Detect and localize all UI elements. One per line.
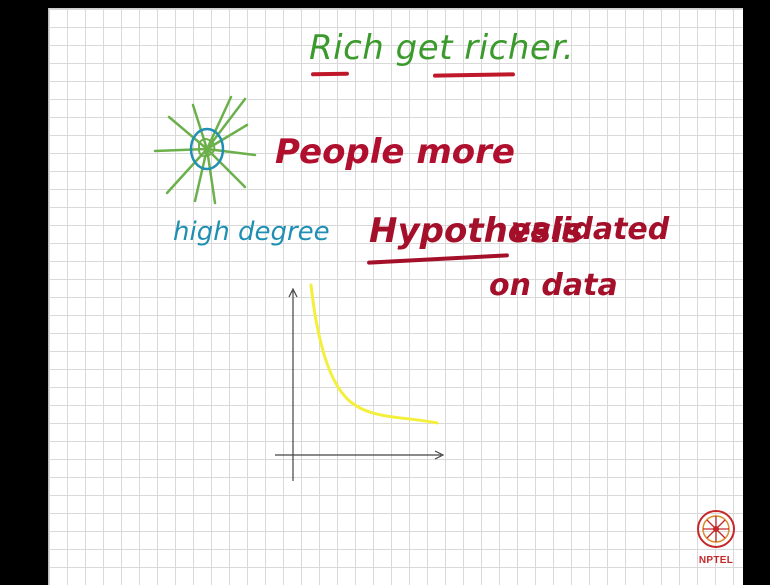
- people-more-text: People more: [275, 132, 515, 172]
- on-data-text: on data: [489, 268, 618, 303]
- nptel-logo-text: NPTEL: [698, 555, 734, 566]
- high-degree-label: high degree: [173, 217, 330, 247]
- slide-title: Rich get richer.: [309, 28, 575, 68]
- hub-node-sketch: [153, 95, 257, 205]
- nptel-emblem-icon: [697, 510, 735, 548]
- hub-node-core: [198, 138, 216, 158]
- decay-curve: [309, 283, 439, 425]
- plot-axes: [275, 287, 445, 481]
- hypothesis-word: Hypothesis: [369, 211, 583, 251]
- hand-drawing-layer: [153, 95, 445, 481]
- hub-node-circle: [189, 127, 225, 171]
- nptel-logo: NPTEL: [695, 505, 737, 571]
- grid-whiteboard: Rich get richer.: [48, 8, 743, 585]
- validated-word: validated: [511, 212, 670, 247]
